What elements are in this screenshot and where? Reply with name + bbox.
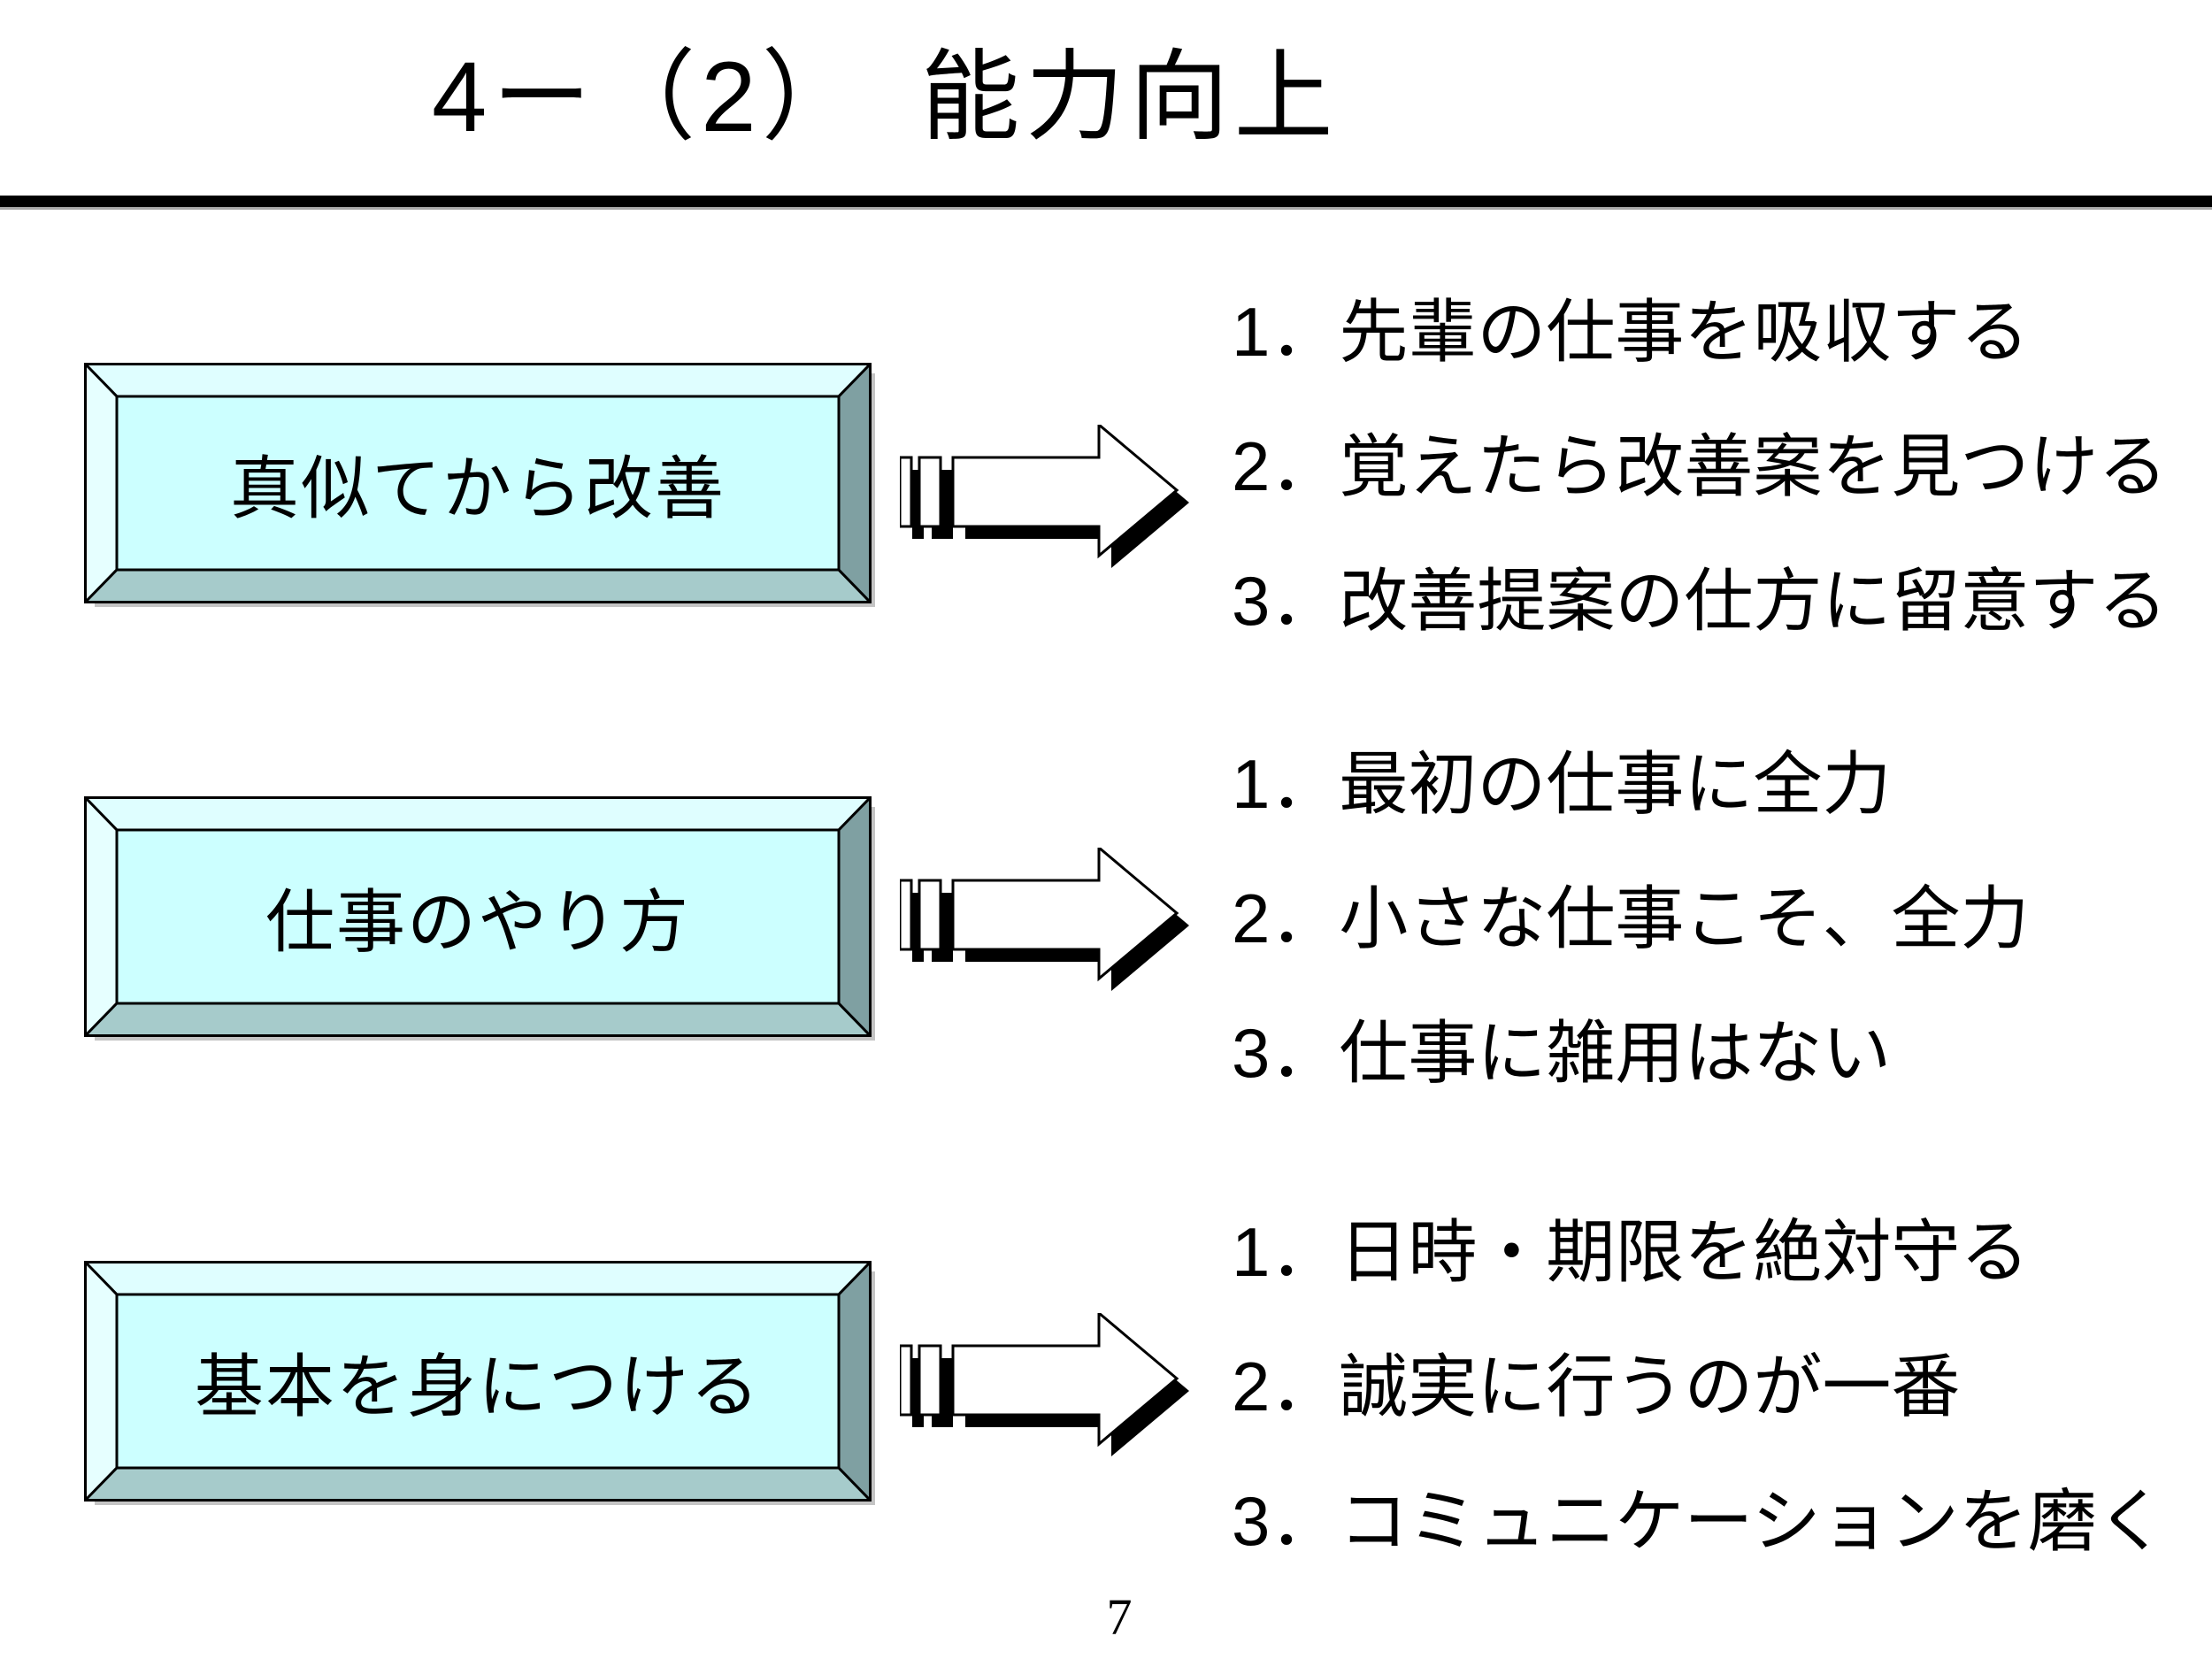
item-list: 1．最初の仕事に全力 2．小さな仕事こそ、全力 3．仕事に雑用はない (1232, 717, 2205, 1120)
bevel-box: 仕事のやり方 (84, 796, 872, 1037)
list-item: 1．最初の仕事に全力 (1232, 745, 1892, 823)
list-item: 2．小さな仕事こそ、全力 (1232, 879, 2030, 957)
title-underline (0, 196, 2212, 207)
item-list: 1．日時・期限を絶対守る 2．誠実に行うのが一番 3．コミュニケーションを磨く (1232, 1185, 2205, 1588)
list-item: 1．先輩の仕事を吸収する (1232, 293, 2030, 371)
item-list: 1．先輩の仕事を吸収する 2．覚えたら改善案を見つける 3．改善提案の仕方に留意… (1232, 265, 2205, 668)
box-label: 仕事のやり方 (265, 883, 690, 961)
title-underline-shadow (0, 207, 2212, 210)
page-number: 7 (1106, 1588, 1133, 1646)
box-label: 基本を身につける (194, 1348, 761, 1425)
box-label: 真似てから改善 (229, 449, 726, 527)
striped-right-arrow-icon (898, 844, 1192, 995)
striped-right-arrow-icon (898, 1310, 1192, 1460)
bevel-box-frame (84, 1261, 872, 1502)
bevel-box: 基本を身につける (84, 1261, 872, 1502)
list-item: 2．誠実に行うのが一番 (1232, 1348, 1961, 1425)
list-item: 2．覚えたら改善案を見つける (1232, 427, 2168, 505)
list-item: 3．改善提案の仕方に留意する (1232, 562, 2168, 640)
bevel-box-frame (84, 796, 872, 1037)
bevel-box: 真似てから改善 (84, 363, 872, 603)
list-item: 3．仕事に雑用はない (1232, 1014, 1892, 1092)
list-item: 1．日時・期限を絶対守る (1232, 1213, 2030, 1291)
bevel-box-frame (84, 363, 872, 603)
list-item: 3．コミュニケーションを磨く (1232, 1482, 2166, 1560)
striped-right-arrow-icon (898, 421, 1192, 572)
slide-title: 4ー（2） 能力向上 (432, 42, 1339, 152)
